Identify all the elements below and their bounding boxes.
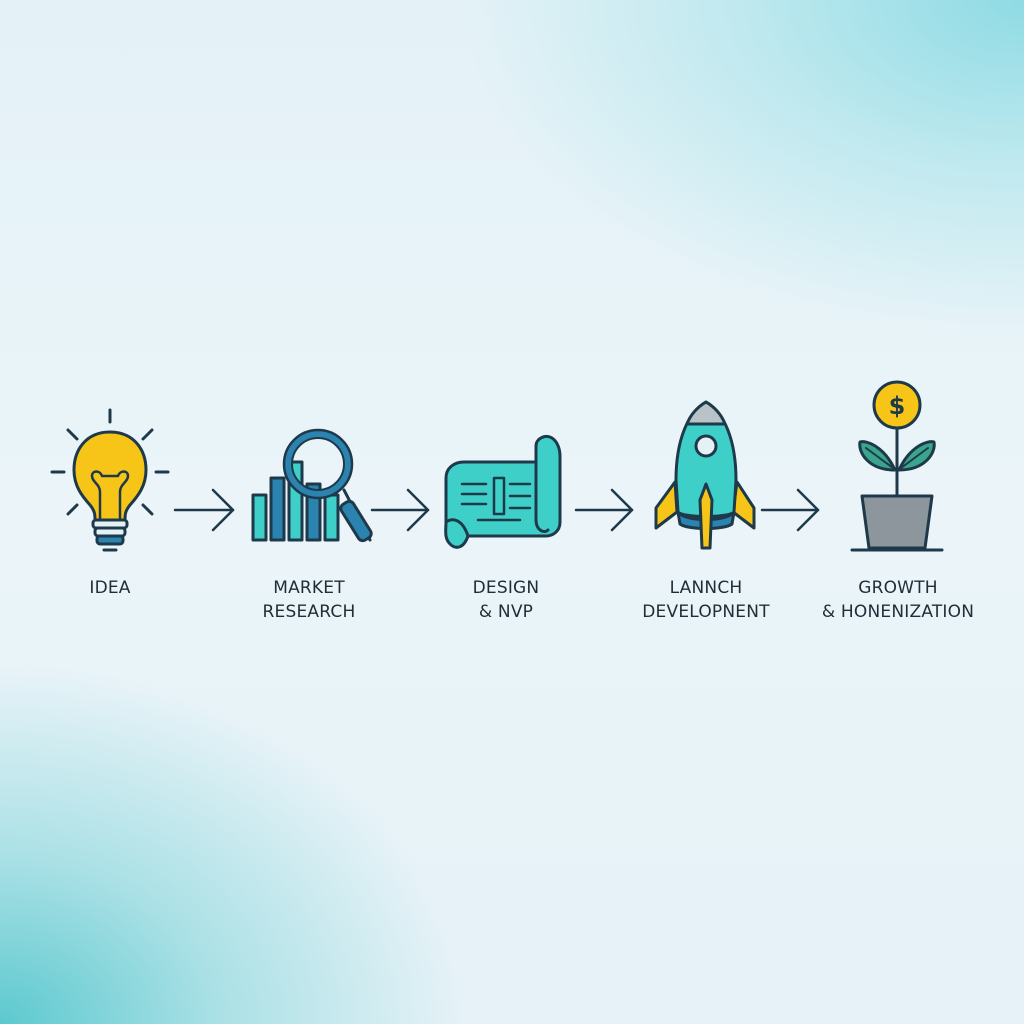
flow-arrow-2 (370, 488, 430, 532)
step-label-line2: RESEARCH (262, 602, 356, 622)
money-plant-icon (850, 380, 944, 552)
step-label-line1: GROWTH (858, 578, 938, 598)
step-label-line1: DESIGN (472, 578, 540, 598)
step-label-design-mvp: DESIGN & NVP (446, 576, 566, 624)
step-label-line1: IDEA (89, 578, 131, 598)
step-label-market-research: MARKET RESEARCH (244, 576, 374, 624)
flow-arrow-1 (173, 488, 235, 532)
lightbulb-icon (50, 408, 170, 552)
step-label-line2: DEVELOPNENT (642, 602, 770, 622)
step-label-growth-monetization: GROWTH & HONENIZATION (808, 576, 988, 624)
blueprint-scroll-icon (444, 434, 562, 549)
step-label-line1: LANNCH (669, 578, 743, 598)
bar-chart-magnifier-icon (251, 428, 373, 543)
step-label-line1: MARKET (273, 578, 345, 598)
flow-arrow-3 (574, 488, 634, 532)
step-label-idea: IDEA (60, 576, 160, 600)
rocket-icon (654, 400, 756, 550)
step-label-line2: & HONENIZATION (821, 602, 975, 622)
step-label-line2: & NVP (478, 602, 534, 622)
flow-arrow-4 (760, 488, 820, 532)
coin-symbol: $ (889, 392, 906, 420)
step-label-launch-development: LANNCH DEVELOPNENT (626, 576, 786, 624)
